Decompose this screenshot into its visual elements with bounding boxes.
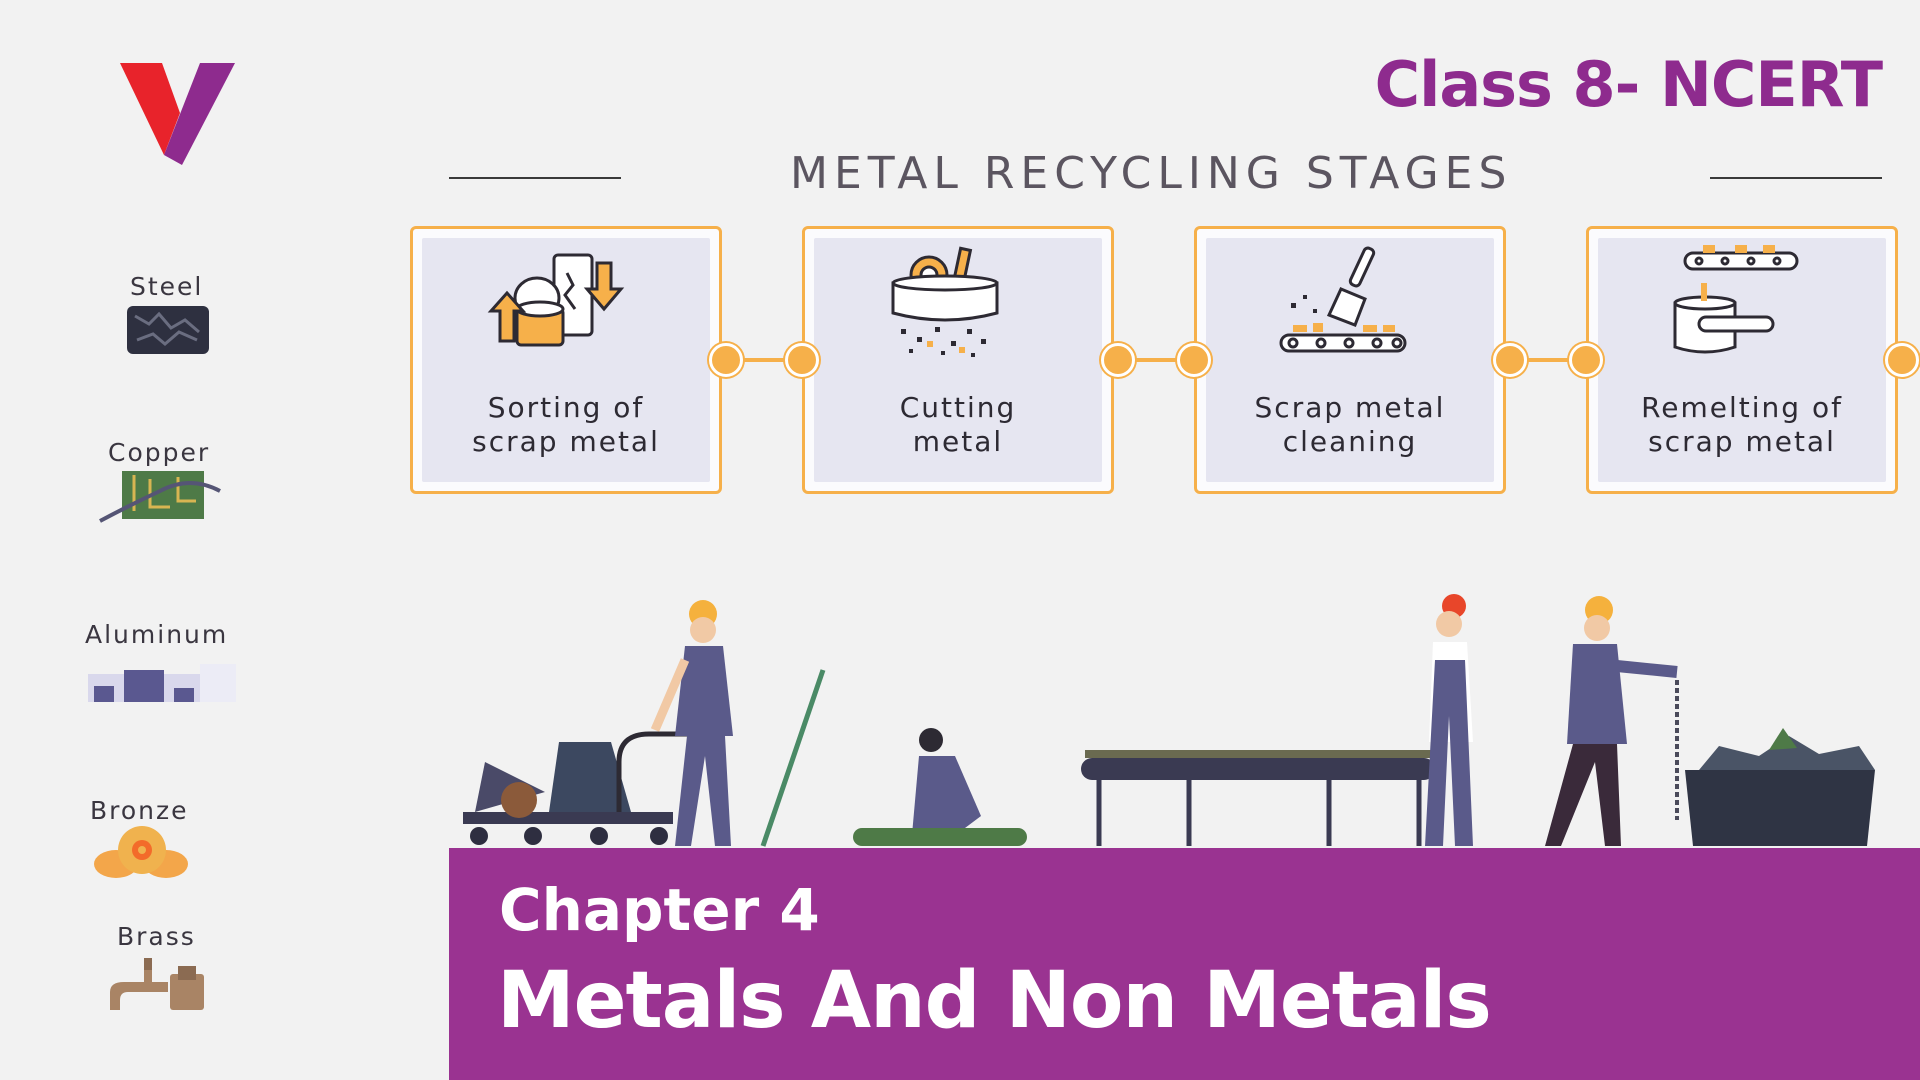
stage-connector [1118, 358, 1194, 362]
inspector-worker-icon [1425, 594, 1473, 846]
metal-label-steel: Steel [130, 272, 204, 301]
stage-dot [1177, 343, 1211, 377]
stage-card-sorting: Sorting of scrap metal [410, 226, 722, 494]
stage-card-remelting: Remelting of scrap metal [1586, 226, 1898, 494]
section-title: METAL RECYCLING STAGES [790, 148, 1513, 199]
stage-connector [726, 358, 802, 362]
stage-label: Remelting of scrap metal [1641, 391, 1843, 458]
chapter-title: Metals And Non Metals [497, 956, 1492, 1046]
chapter-banner: Chapter 4 Metals And Non Metals [449, 848, 1920, 1080]
stage-dot [1569, 343, 1603, 377]
furnace-worker-icon [1545, 596, 1679, 846]
metal-label-brass: Brass [117, 922, 196, 951]
stage-dot [1101, 343, 1135, 377]
v-logo [120, 63, 235, 165]
stage-dot [1493, 343, 1527, 377]
title-divider-right [1710, 177, 1882, 179]
metal-label-copper: Copper [108, 438, 211, 467]
brass-icon [110, 958, 204, 1010]
stage-card-background [1598, 238, 1886, 482]
metal-label-aluminum: Aluminum [85, 620, 229, 649]
metal-label-bronze: Bronze [90, 796, 189, 825]
aluminum-icon [88, 664, 236, 702]
class-title: Class 8- NCERT [1374, 48, 1883, 121]
stage-label: Cutting metal [899, 391, 1017, 458]
bronze-icon [94, 826, 188, 878]
cutting-icon [891, 246, 999, 357]
stage-dot [785, 343, 819, 377]
stage-label: Scrap metal cleaning [1254, 391, 1446, 458]
stage-card-cutting: Cutting metal [802, 226, 1114, 494]
stage-dot [709, 343, 743, 377]
worker-icon [650, 600, 733, 846]
recycling-factory-illustration [463, 594, 1875, 847]
title-divider-left [449, 177, 621, 179]
scrap-bin-icon [1685, 728, 1875, 846]
stage-card-cleaning: Scrap metal cleaning [1194, 226, 1506, 494]
cleaning-icon [1279, 246, 1407, 353]
stage-label: Sorting of scrap metal [472, 391, 660, 458]
stage-dot [1885, 343, 1919, 377]
copper-icon [99, 471, 221, 523]
steel-icon [127, 306, 209, 354]
scrap-cart-icon [463, 731, 699, 845]
conveyor-belt-icon [1081, 750, 1435, 846]
sorting-icon [487, 253, 625, 347]
stage-connector [1510, 358, 1586, 362]
kneeling-worker-icon [760, 669, 1027, 847]
remelting-icon [1673, 245, 1799, 354]
chapter-number: Chapter 4 [499, 876, 820, 944]
